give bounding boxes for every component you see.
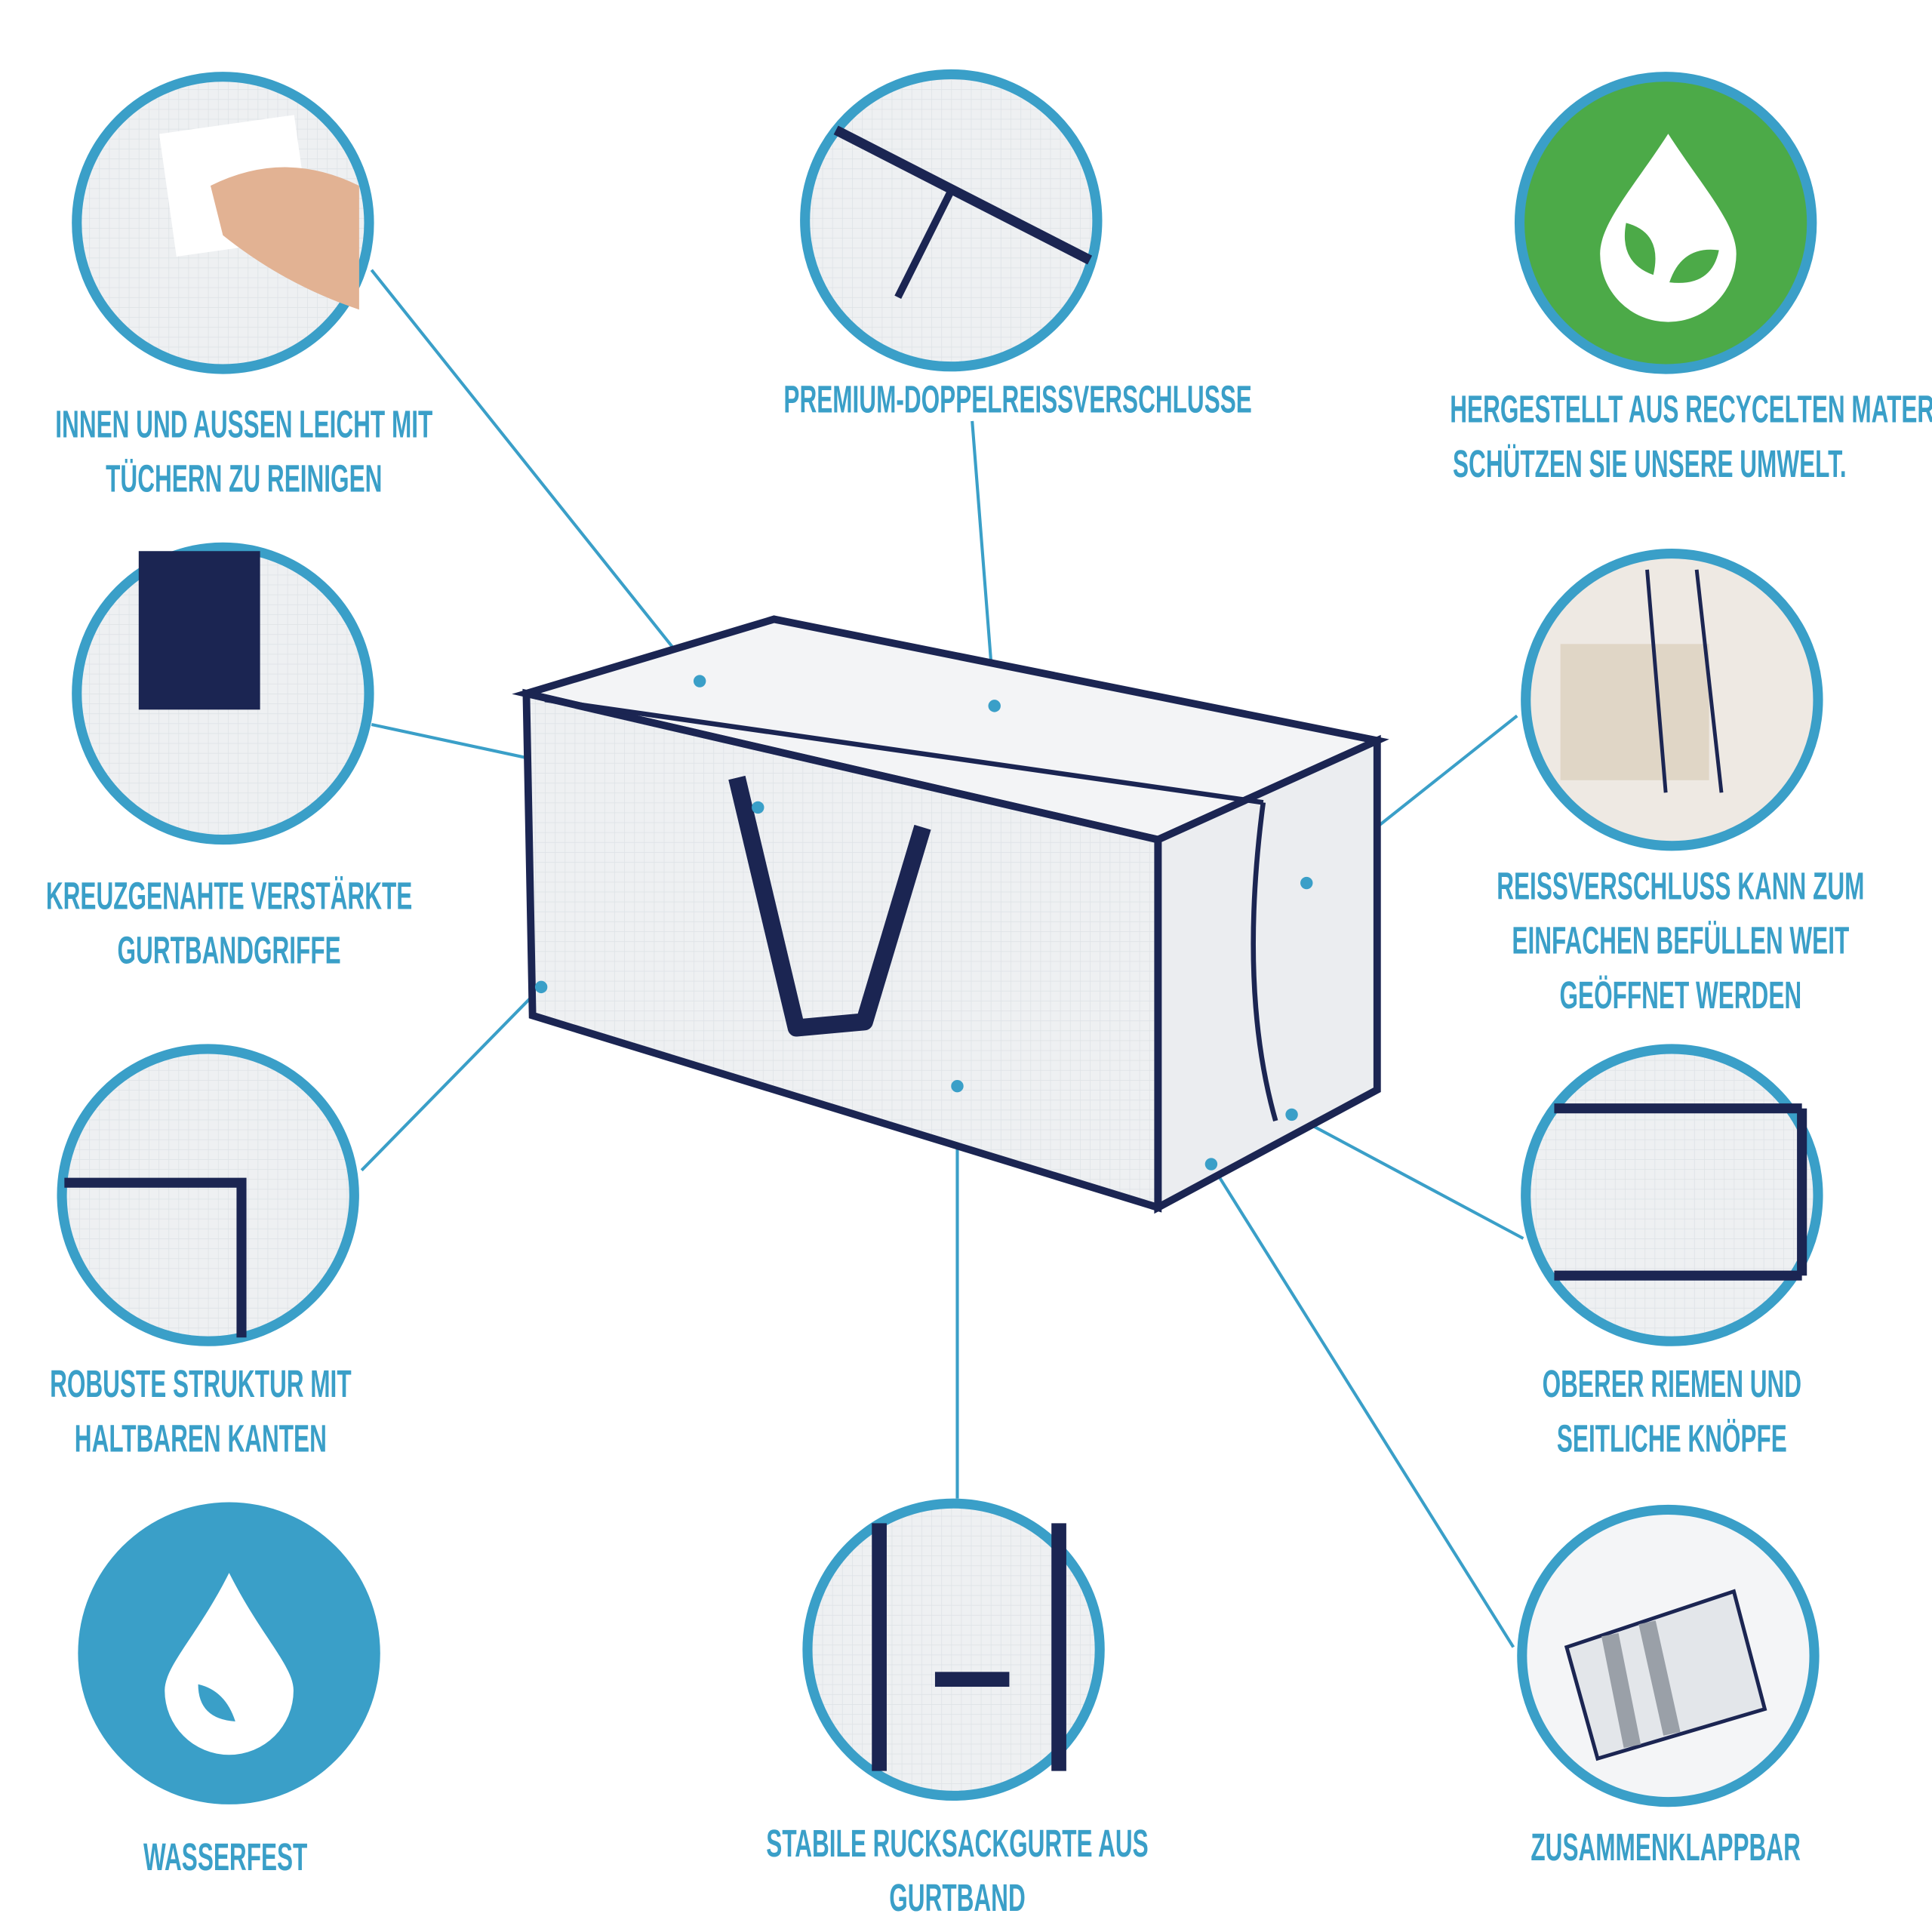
detail-zipper-photo: [800, 69, 1103, 372]
detail-open-photo: [1521, 548, 1823, 851]
label-line: GEÖFFNET WERDEN: [1559, 973, 1802, 1017]
detail-recycled-badge: [1514, 72, 1817, 374]
label-line: PREMIUM-DOPPELREISSVERSCHLUSSE: [783, 377, 1252, 421]
detail-backpack-photo: [802, 1498, 1105, 1801]
label-line: INNEN UND AUSSEN LEICHT MIT: [55, 402, 433, 446]
label-line: ZUSAMMENKLAPPBAR: [1531, 1825, 1801, 1869]
label-line: SCHÜTZEN SIE UNSERE UMWELT.: [1453, 441, 1847, 486]
label-line: REISSVERSCHLUSS KANN ZUM: [1497, 864, 1865, 908]
detail-clean-photo: [72, 72, 374, 374]
label-line: SEITLICHE KNÖPFE: [1556, 1417, 1787, 1460]
label-line: WASSERFEST: [143, 1835, 308, 1879]
label-line: HALTBAREN KANTEN: [74, 1417, 327, 1460]
feature-label-wide-open: REISSVERSCHLUSS KANN ZUM EINFACHEN BEFÜLL…: [1358, 860, 1932, 1023]
feature-label-zipper: PREMIUM-DOPPELREISSVERSCHLUSSE: [661, 373, 1305, 427]
feature-label-robust: ROBUSTE STRUKTUR MIT HALTBAREN KANTEN: [0, 1358, 523, 1466]
feature-label-backpack: STABILE RUCKSACKGURTE AUS GURTBAND: [635, 1817, 1279, 1925]
label-line: TÜCHERN ZU REINIGEN: [106, 457, 383, 500]
label-line: STABILE RUCKSACKGURTE AUS: [766, 1821, 1149, 1866]
water-drop-icon: [165, 1573, 294, 1755]
label-line: HERGESTELLT AUS RECYCELTEN MATERIALIEN.: [1450, 387, 1932, 432]
label-line: GURTBANDGRIFFE: [117, 928, 341, 973]
label-line: OBERER RIEMEN UND: [1542, 1362, 1802, 1406]
detail-edge-photo: [57, 1044, 359, 1346]
feature-label-handles: KREUZGENAHTE VERSTÄRKTE GURTBANDGRIFFE: [0, 869, 551, 978]
detail-foldable-photo: [1517, 1504, 1820, 1807]
label-line: GURTBAND: [889, 1876, 1026, 1920]
feature-label-foldable: ZUSAMMENKLAPPBAR: [1343, 1820, 1932, 1875]
detail-handle-photo: [72, 542, 374, 845]
feature-label-straps: OBERER RIEMEN UND SEITLICHE KNÖPFE: [1350, 1358, 1932, 1466]
storage-bag-image: [512, 615, 1389, 1214]
detail-straps-photo: [1521, 1044, 1823, 1346]
label-line: ROBUSTE STRUKTUR MIT: [50, 1362, 352, 1406]
feature-label-recycled: HERGESTELLT AUS RECYCELTEN MATERIALIEN. S…: [1327, 383, 1932, 491]
label-line: EINFACHEN BEFÜLLEN WEIT: [1512, 918, 1850, 963]
detail-waterproof-badge: [78, 1502, 380, 1804]
feature-label-clean: INNEN UND AUSSEN LEICHT MIT TÜCHERN ZU RE…: [0, 398, 566, 506]
feature-label-waterproof: WASSERFEST: [0, 1830, 547, 1884]
label-line: KREUZGENAHTE VERSTÄRKTE: [45, 874, 413, 918]
